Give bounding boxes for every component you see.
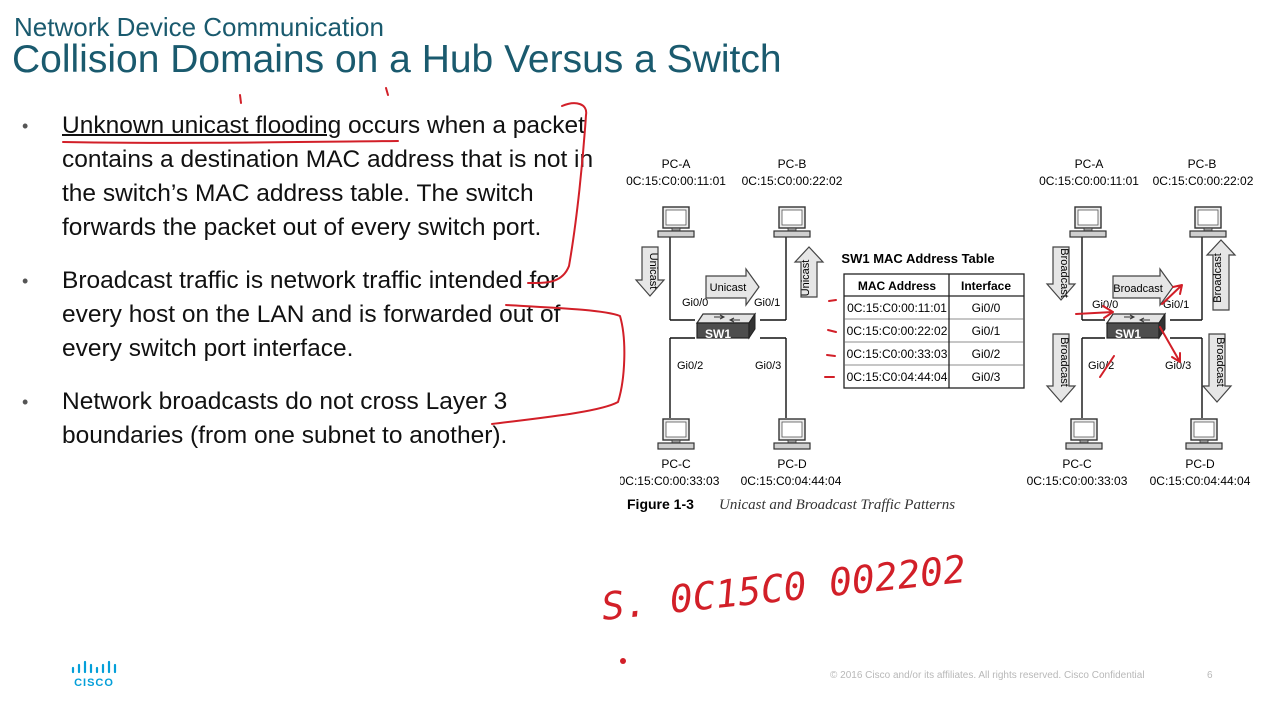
down-arrow-icon bbox=[1045, 333, 1077, 403]
switch-label: SW1 bbox=[1115, 327, 1141, 341]
arrow-label: Unicast bbox=[710, 282, 747, 294]
arrow-label: Unicast bbox=[800, 260, 812, 297]
host-name: PC-D bbox=[1185, 457, 1215, 471]
host-name: PC-B bbox=[1188, 157, 1217, 171]
host-mac: 0C:15:C0:04:44:04 bbox=[1150, 474, 1251, 488]
down-arrow-icon bbox=[1201, 333, 1233, 403]
slide-title: Collision Domains on a Hub Versus a Swit… bbox=[12, 38, 782, 81]
interface-cell: Gi0/0 bbox=[972, 301, 1001, 315]
host-name: PC-C bbox=[1062, 457, 1092, 471]
host-name: PC-A bbox=[1075, 157, 1104, 171]
page-number: 6 bbox=[1207, 670, 1213, 681]
host-name: PC-D bbox=[777, 457, 807, 471]
pc-c-icon bbox=[1065, 418, 1103, 450]
mac-cell: 0C:15:C0:00:11:01 bbox=[847, 301, 947, 315]
figure-caption: Unicast and Broadcast Traffic Patterns bbox=[719, 497, 955, 513]
mac-cell: 0C:15:C0:00:33:03 bbox=[847, 347, 948, 361]
arrow-label: Broadcast bbox=[1113, 283, 1163, 295]
bullet-dot-icon: • bbox=[22, 116, 29, 136]
table-row: 0C:15:C0:04:44:04 Gi0/3 bbox=[847, 370, 1001, 384]
host-mac: 0C:15:C0:00:33:03 bbox=[1027, 474, 1128, 488]
pc-c-icon bbox=[657, 418, 695, 450]
down-arrow-icon bbox=[634, 246, 666, 297]
ink-dot bbox=[620, 658, 626, 664]
host-mac: 0C:15:C0:00:33:03 bbox=[620, 474, 720, 488]
pc-b-icon bbox=[773, 206, 811, 238]
logo-text: CISCO bbox=[74, 677, 114, 688]
ink-mark bbox=[239, 94, 242, 104]
bullet-list: • Unknown unicast flooding occurs when a… bbox=[20, 109, 600, 472]
arrow-label: Broadcast bbox=[1058, 337, 1070, 387]
mac-table-header: MAC Address bbox=[858, 279, 937, 293]
table-row: 0C:15:C0:00:11:01 Gi0/0 bbox=[847, 301, 1001, 315]
pc-a-icon bbox=[657, 206, 695, 238]
port-label: Gi0/1 bbox=[754, 297, 780, 309]
traffic-pattern-figure: SW1 PC-A 0C:15:C0:00:11:01 PC-B 0C:15:C0… bbox=[620, 150, 1270, 520]
right-arrow-icon bbox=[705, 267, 760, 307]
host-name: PC-A bbox=[662, 157, 691, 171]
mac-cell: 0C:15:C0:04:44:04 bbox=[847, 370, 948, 384]
mac-table-header: Interface bbox=[961, 279, 1011, 293]
host-mac: 0C:15:C0:00:11:01 bbox=[1039, 174, 1139, 188]
table-row: 0C:15:C0:00:22:02 Gi0/1 bbox=[847, 324, 1001, 338]
handwritten-note: S. 0C15C0 002202 bbox=[599, 547, 968, 629]
down-arrow-icon bbox=[1045, 246, 1077, 301]
host-name: PC-C bbox=[661, 457, 691, 471]
bullet-item: • Unknown unicast flooding occurs when a… bbox=[20, 109, 600, 245]
interface-cell: Gi0/3 bbox=[972, 370, 1001, 384]
up-arrow-icon bbox=[1205, 239, 1237, 311]
pc-d-icon bbox=[1185, 418, 1223, 450]
bullet-text: Network broadcasts do not cross Layer 3 … bbox=[62, 388, 508, 449]
bullet-text: Broadcast traffic is network traffic int… bbox=[62, 267, 561, 362]
bullet-item: • Broadcast traffic is network traffic i… bbox=[20, 264, 600, 366]
bullet-dot-icon: • bbox=[22, 392, 29, 412]
pc-b-icon bbox=[1189, 206, 1227, 238]
port-label: Gi0/3 bbox=[755, 360, 781, 372]
port-label: Gi0/2 bbox=[1088, 360, 1114, 372]
mac-address-table: SW1 MAC Address Table MAC Address Interf… bbox=[841, 251, 1025, 389]
port-label: Gi0/0 bbox=[682, 297, 708, 309]
unicast-diagram: SW1 PC-A 0C:15:C0:00:11:01 PC-B 0C:15:C0… bbox=[620, 157, 843, 488]
bullet-dot-icon: • bbox=[22, 271, 29, 291]
ink-mark bbox=[385, 87, 389, 96]
bullet-item: • Network broadcasts do not cross Layer … bbox=[20, 385, 600, 453]
cisco-logo: CISCO bbox=[70, 660, 120, 693]
figure-number: Figure 1-3 bbox=[627, 496, 694, 512]
arrow-label: Broadcast bbox=[1212, 253, 1224, 303]
port-label: Gi0/2 bbox=[677, 360, 703, 372]
host-name: PC-B bbox=[778, 157, 807, 171]
port-label: Gi0/3 bbox=[1165, 360, 1191, 372]
interface-cell: Gi0/2 bbox=[972, 347, 1001, 361]
port-label: Gi0/0 bbox=[1092, 299, 1118, 311]
mac-table-title: SW1 MAC Address Table bbox=[841, 251, 994, 266]
up-arrow-icon bbox=[793, 246, 825, 298]
host-mac: 0C:15:C0:00:22:02 bbox=[742, 174, 843, 188]
switch-label: SW1 bbox=[705, 327, 731, 341]
pc-d-icon bbox=[773, 418, 811, 450]
interface-cell: Gi0/1 bbox=[972, 324, 1001, 338]
mac-cell: 0C:15:C0:00:22:02 bbox=[847, 324, 948, 338]
arrow-label: Broadcast bbox=[1058, 248, 1070, 298]
pc-a-icon bbox=[1069, 206, 1107, 238]
bullet-highlight: Unknown unicast flooding bbox=[62, 112, 342, 139]
arrow-label: Broadcast bbox=[1214, 337, 1226, 387]
host-mac: 0C:15:C0:00:11:01 bbox=[626, 174, 726, 188]
port-label: Gi0/1 bbox=[1163, 299, 1189, 311]
arrow-label: Unicast bbox=[647, 253, 659, 290]
host-mac: 0C:15:C0:00:22:02 bbox=[1153, 174, 1254, 188]
table-row: 0C:15:C0:00:33:03 Gi0/2 bbox=[847, 347, 1001, 361]
slide-subtitle: Network Device Communication bbox=[14, 12, 384, 42]
copyright-text: © 2016 Cisco and/or its affiliates. All … bbox=[830, 670, 1145, 681]
host-mac: 0C:15:C0:04:44:04 bbox=[741, 474, 842, 488]
broadcast-diagram: SW1 PC-A 0C:15:C0:00:11:01 PC-B 0C:15:C0… bbox=[1027, 157, 1254, 488]
